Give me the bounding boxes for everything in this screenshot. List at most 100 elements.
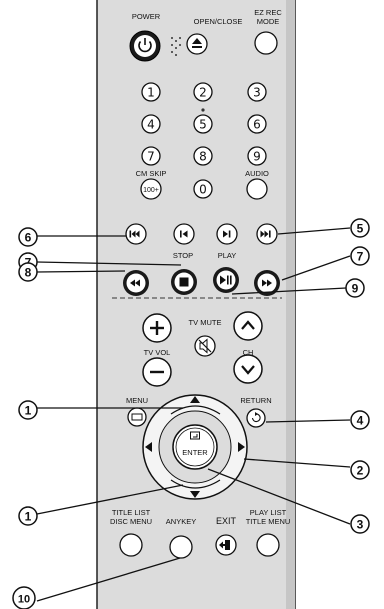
play-list-label: PLAY LIST xyxy=(250,508,287,517)
power-button[interactable] xyxy=(129,30,161,62)
play-pause-button[interactable] xyxy=(213,267,239,293)
power-label: POWER xyxy=(132,12,161,21)
callout-leader-lines xyxy=(36,227,351,602)
arrow-up-button[interactable] xyxy=(190,396,200,403)
cm-skip-100-button[interactable]: 100+ xyxy=(140,178,162,200)
fast-forward-icon xyxy=(262,279,272,287)
number-key-5[interactable]: 5 xyxy=(193,114,213,134)
remote-side-edge xyxy=(286,0,295,609)
tv-vol-label: TV VOL xyxy=(144,348,171,357)
skip-back-button[interactable] xyxy=(125,223,147,245)
svg-text:1: 1 xyxy=(25,510,32,524)
callout-1-upper: 1 xyxy=(18,400,38,420)
step-back-button[interactable] xyxy=(173,223,195,245)
svg-text:7: 7 xyxy=(147,150,155,164)
eject-icon xyxy=(192,38,202,48)
skip-forward-icon xyxy=(260,230,271,238)
svg-text:6: 6 xyxy=(253,118,261,132)
mute-icon xyxy=(198,338,212,354)
arrow-right-button[interactable] xyxy=(238,442,245,452)
enter-label: ENTER xyxy=(182,448,208,457)
chevron-up-icon xyxy=(241,320,255,330)
svg-text:1: 1 xyxy=(25,404,32,418)
step-back-icon xyxy=(180,230,188,238)
step-forward-button[interactable] xyxy=(216,223,238,245)
rewind-button[interactable] xyxy=(123,270,149,296)
number-key-0[interactable]: 0 xyxy=(193,179,213,199)
chevron-down-icon xyxy=(241,365,255,375)
tv-vol-up-button[interactable] xyxy=(142,313,172,343)
exit-icon xyxy=(219,540,230,550)
svg-text:2: 2 xyxy=(199,86,207,100)
svg-text:1: 1 xyxy=(147,86,155,100)
svg-text:9: 9 xyxy=(253,150,261,164)
callout-8: 8 xyxy=(18,262,38,282)
exit-button[interactable] xyxy=(215,534,237,556)
speaker-dots xyxy=(171,37,181,56)
svg-text:4: 4 xyxy=(357,414,364,428)
exit-label: EXIT xyxy=(216,516,237,526)
callout-1-lower: 1 xyxy=(18,506,38,526)
callout-2: 2 xyxy=(350,460,370,480)
number-key-8[interactable]: 8 xyxy=(193,146,213,166)
stop-label: STOP xyxy=(173,251,193,260)
stop-icon xyxy=(179,277,189,287)
audio-button[interactable] xyxy=(246,178,268,200)
open-close-button[interactable] xyxy=(186,33,208,55)
callout-5: 5 xyxy=(350,218,370,238)
enter-icon xyxy=(190,431,200,440)
callout-10: 10 xyxy=(12,586,36,609)
number-key-9[interactable]: 9 xyxy=(247,146,267,166)
svg-text:0: 0 xyxy=(199,183,207,197)
callout-7-right: 7 xyxy=(350,246,370,266)
tv-mute-label: TV MUTE xyxy=(189,318,222,327)
menu-icon xyxy=(131,413,143,421)
ch-up-button[interactable] xyxy=(233,311,263,341)
minus-icon xyxy=(150,370,164,374)
tv-mute-button[interactable] xyxy=(194,335,216,357)
tv-vol-down-button[interactable] xyxy=(142,357,172,387)
ez-rec-label: EZ REC xyxy=(254,8,282,17)
number-key-7[interactable]: 7 xyxy=(141,146,161,166)
disc-menu-label: DISC MENU xyxy=(110,517,152,526)
return-label: RETURN xyxy=(240,396,271,405)
svg-text:2: 2 xyxy=(357,464,364,478)
svg-text:8: 8 xyxy=(199,150,207,164)
number-key-2[interactable]: 2 xyxy=(193,82,213,102)
number-key-1[interactable]: 1 xyxy=(141,82,161,102)
return-button[interactable] xyxy=(246,408,266,428)
plus-icon xyxy=(150,321,164,335)
ez-rec-mode-button[interactable] xyxy=(254,31,278,55)
arrow-down-button[interactable] xyxy=(190,491,200,498)
return-icon xyxy=(251,412,261,423)
enter-button[interactable]: ENTER xyxy=(172,424,218,470)
arrow-left-button[interactable] xyxy=(145,442,152,452)
ez-rec-mode-label: MODE xyxy=(257,17,280,26)
play-label: PLAY xyxy=(218,251,237,260)
power-icon xyxy=(138,38,152,53)
stop-button[interactable] xyxy=(171,269,197,295)
ch-down-button[interactable] xyxy=(233,354,263,384)
skip-forward-button[interactable] xyxy=(256,223,278,245)
svg-text:8: 8 xyxy=(25,266,32,280)
title-list-label: TITLE LIST xyxy=(112,508,151,517)
play-pause-icon xyxy=(220,275,232,285)
svg-text:10: 10 xyxy=(18,594,30,606)
anykey-button[interactable] xyxy=(169,535,193,559)
play-list-button[interactable] xyxy=(256,533,280,557)
number-key-4[interactable]: 4 xyxy=(141,114,161,134)
anykey-label: ANYKEY xyxy=(166,517,196,526)
menu-label: MENU xyxy=(126,396,148,405)
menu-button[interactable] xyxy=(127,407,147,427)
ch-label: CH xyxy=(243,348,254,357)
number-key-6[interactable]: 6 xyxy=(247,114,267,134)
title-list-button[interactable] xyxy=(119,533,143,557)
number-key-3[interactable]: 3 xyxy=(247,82,267,102)
svg-text:3: 3 xyxy=(357,518,364,532)
title-menu-label: TITLE MENU xyxy=(246,517,291,526)
skip-back-icon xyxy=(129,230,140,238)
fast-forward-button[interactable] xyxy=(254,270,280,296)
svg-text:5: 5 xyxy=(357,222,364,236)
svg-text:6: 6 xyxy=(25,231,32,245)
